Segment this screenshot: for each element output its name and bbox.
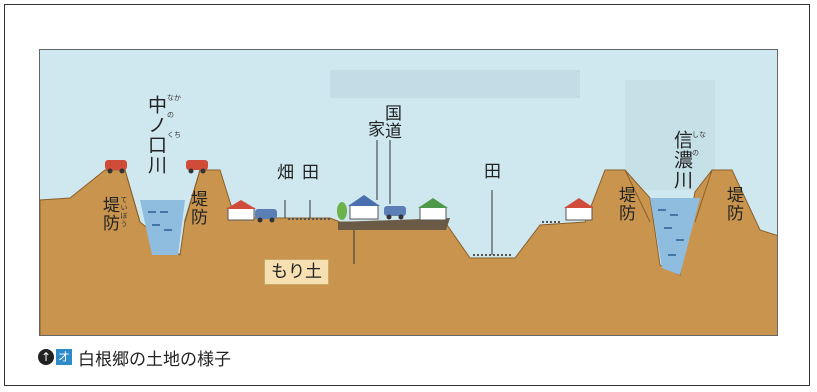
car-icon bbox=[384, 206, 406, 220]
national-road-label: 国道 bbox=[381, 104, 401, 140]
rice-field-label-1: 田 bbox=[302, 163, 319, 183]
car-icon bbox=[255, 209, 277, 223]
figure-caption: ↑ オ 白根郷の土地の様子 bbox=[38, 346, 231, 370]
up-arrow-icon: ↑ bbox=[38, 349, 54, 365]
nakanokuchi-ruby-2: の bbox=[167, 111, 174, 119]
shinano-river-water bbox=[650, 198, 700, 275]
car-icon bbox=[186, 160, 208, 174]
car-icon bbox=[105, 160, 127, 174]
embankment-label-4: 堤防 bbox=[723, 186, 743, 222]
house-icon bbox=[348, 195, 380, 220]
embankment-label-2: 堤防 bbox=[187, 190, 207, 226]
raised-earth-label: もり土 bbox=[264, 259, 329, 285]
tree-icon bbox=[337, 202, 347, 220]
leader-lines bbox=[284, 140, 493, 264]
house-icon bbox=[418, 198, 448, 221]
shinano-river-label: 信濃川 bbox=[671, 130, 693, 190]
house-label: 家 bbox=[368, 120, 385, 140]
nakanokuchi-ruby-1: なか bbox=[167, 94, 181, 102]
house-icon bbox=[226, 200, 256, 221]
rice-field-label-2: 田 bbox=[484, 162, 501, 182]
raised-earth-fill bbox=[338, 218, 450, 230]
o-marker-icon: オ bbox=[56, 349, 72, 365]
embankment-edges bbox=[124, 169, 713, 223]
land-cross-section-diagram: 中ノ口川 なか の くち 信濃川 しな の 堤防 ていぼう 堤防 堤防 堤防 畑… bbox=[39, 49, 778, 336]
house-icon bbox=[564, 198, 594, 221]
shinano-ruby-2: の bbox=[692, 149, 699, 157]
faint-background-block bbox=[625, 80, 715, 190]
nakanokuchi-river-label: 中ノ口川 bbox=[145, 95, 167, 175]
nakanokuchi-river-water bbox=[140, 200, 185, 255]
nakanokuchi-ruby-3: くち bbox=[167, 131, 181, 139]
faint-background-text bbox=[330, 70, 580, 98]
shinano-ruby-1: しな bbox=[692, 131, 706, 139]
cross-section-svg bbox=[40, 50, 777, 335]
water-waves bbox=[148, 209, 684, 256]
field-label: 畑 bbox=[277, 163, 294, 183]
caption-text: 白根郷の土地の様子 bbox=[78, 349, 231, 370]
embankment-ruby: ていぼう bbox=[120, 196, 128, 228]
embankment-label-1: 堤防 bbox=[99, 196, 119, 232]
embankment-label-3: 堤防 bbox=[615, 186, 635, 222]
